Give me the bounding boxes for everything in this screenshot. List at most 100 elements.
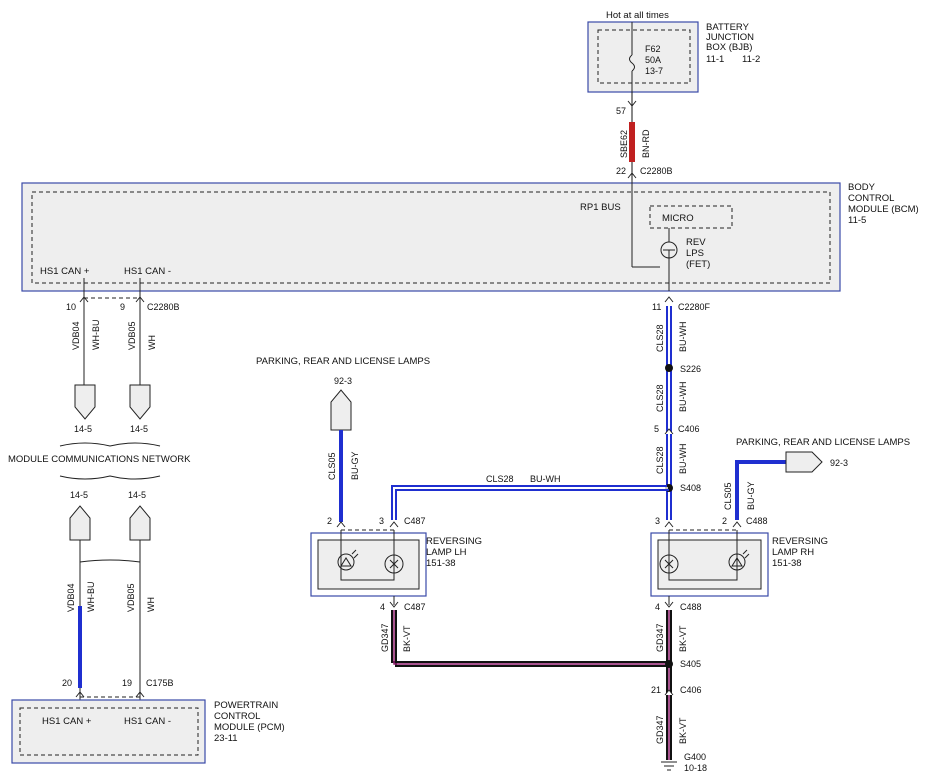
fuse-name: F62: [645, 44, 661, 54]
lamp-rh-pin-c: 4: [655, 602, 660, 612]
sbe62-wire-segment: [629, 122, 635, 162]
right-color: BU-WH: [678, 322, 688, 353]
pcm-ref: 23-11: [214, 733, 238, 744]
rp1-bus-label: RP1 BUS: [580, 202, 621, 213]
can-bottom-pin-b: 19: [122, 678, 132, 688]
can-top-connector-b-icon: [129, 384, 151, 420]
pcm-can-lo: HS1 CAN -: [124, 716, 171, 727]
lamp-rh-color: BK-VT: [678, 625, 688, 652]
sbe62-connector: C2280B: [640, 166, 673, 176]
ground-splice-label: S405: [680, 659, 701, 669]
park-left-title: PARKING, REAR AND LICENSE LAMPS: [256, 356, 430, 367]
ground-ref: 10-18: [684, 763, 707, 773]
bcm-name-1: BODY: [848, 182, 876, 193]
can-wires-top: 10 9 C2280B VDB04 WH-BU VDB05 WH 14-5 14…: [59, 278, 180, 447]
cross-color: BU-WH: [530, 474, 561, 484]
lamp-rh-ref: 151-38: [772, 558, 802, 569]
can-bottom-col-b: WH: [146, 597, 156, 612]
right-circuit: CLS28: [655, 324, 665, 352]
lamp-rh-pin-b: 2: [722, 516, 727, 526]
right-connector: C2280F: [678, 302, 711, 312]
ground-pin: 21: [651, 685, 661, 695]
bcm-box: [21, 182, 841, 292]
park-right-color: BU-GY: [746, 481, 756, 510]
lamp-rh-name-1: REVERSING: [772, 536, 828, 547]
ground-connector: C406: [680, 685, 702, 695]
lamp-lh-pin-c: 4: [380, 602, 385, 612]
sbe62-pin-top: 57: [616, 106, 626, 116]
lamp-rh-connector-2: C488: [680, 602, 702, 612]
bcm-inner-dash: [31, 191, 831, 284]
bjb-hot-label: Hot at all times: [606, 10, 669, 21]
can-bottom-ref-b: 14-5: [128, 490, 146, 500]
bjb-inner-dash: [597, 29, 691, 84]
can-top-ref-a: 14-5: [74, 424, 92, 434]
park-left: PARKING, REAR AND LICENSE LAMPS 92-3 CLS…: [256, 356, 430, 522]
cross-circuit: CLS28: [486, 474, 514, 484]
lamp-lh-pin-a: 2: [327, 516, 332, 526]
lamp-rh-pin-a: 3: [655, 516, 660, 526]
right-color-3: BU-WH: [678, 444, 688, 475]
right-connector-2: C406: [678, 424, 700, 434]
can-top-col-b: WH: [147, 335, 157, 350]
splice-s226: [665, 364, 673, 372]
lamp-lh-led-icon: [337, 553, 355, 571]
park-left-circuit: CLS05: [327, 452, 337, 480]
powertrain-control-module: HS1 CAN + HS1 CAN - POWERTRAIN CONTROL M…: [11, 699, 285, 764]
lamp-lh-name-1: REVERSING: [426, 536, 482, 547]
can-top-pin-b: 9: [120, 302, 125, 312]
can-top-circ-a: VDB04: [71, 321, 81, 350]
pcm-name-3: MODULE (PCM): [214, 722, 285, 733]
lamp-rh-circuit: GD347: [655, 623, 665, 652]
bcm-ref: 11-5: [848, 215, 866, 226]
right-circuit-3: CLS28: [655, 446, 665, 474]
park-left-color: BU-GY: [350, 451, 360, 480]
park-right-connector-icon: [785, 451, 823, 473]
ground-wires: S405 21 C406 GD347 BK-VT G400 10-18: [391, 610, 707, 773]
sbe62-pin-bottom: 22: [616, 166, 626, 176]
can-bottom-circ-b: VDB05: [126, 583, 136, 612]
can-top-col-a: WH-BU: [91, 320, 101, 351]
pcm-can-hi: HS1 CAN +: [42, 716, 92, 727]
bjb-name-2: JUNCTION: [706, 32, 754, 43]
bcm-name-2: CONTROL: [848, 193, 894, 204]
can-bottom-circ-a: VDB04: [66, 583, 76, 612]
can-bottom-ref-a: 14-5: [70, 490, 88, 500]
bjb-box: [587, 21, 699, 93]
right-pin-2: 5: [654, 424, 659, 434]
fuse-symbol-icon: [629, 54, 635, 72]
lamp-lh-inner: [317, 539, 420, 590]
bcm-can-hi: HS1 CAN +: [40, 266, 90, 277]
right-color-2: BU-WH: [678, 382, 688, 413]
can-bottom-col-a: WH-BU: [86, 582, 96, 613]
park-right: PARKING, REAR AND LICENSE LAMPS 92-3 CLS…: [723, 437, 910, 520]
pcm-box: [11, 699, 206, 764]
can-wires-bottom: 14-5 14-5 VDB04 WH-BU VDB05 WH 20 19 C17…: [59, 475, 174, 700]
bjb-ref-1: 11-1: [706, 54, 724, 65]
pcm-name-2: CONTROL: [214, 711, 260, 722]
lamp-lh-color: BK-VT: [402, 625, 412, 652]
can-top-ref-b: 14-5: [130, 424, 148, 434]
lamp-rh-name-2: LAMP RH: [772, 547, 814, 558]
wire-cls28-right: 11 C2280F CLS28 BU-WH S226 CLS28 BU-WH 5…: [652, 296, 711, 520]
micro-label: MICRO: [662, 213, 694, 224]
can-top-connector: C2280B: [147, 302, 180, 312]
battery-junction-box: Hot at all times F62 50A 13-7 BATTERY JU…: [587, 10, 760, 93]
bcm-name-3: MODULE (BCM): [848, 204, 919, 215]
park-left-ref: 92-3: [334, 376, 352, 386]
rev-label-1: REV: [686, 237, 706, 248]
lamp-lh-circuit: GD347: [380, 623, 390, 652]
splice-s226-label: S226: [680, 364, 701, 374]
park-right-title: PARKING, REAR AND LICENSE LAMPS: [736, 437, 910, 448]
sbe62-color: BN-RD: [641, 129, 651, 158]
lamp-lh-ref: 151-38: [426, 558, 456, 569]
right-circuit-2: CLS28: [655, 384, 665, 412]
wire-cls28-cross: CLS28 BU-WH: [391, 474, 669, 520]
bjb-name-1: BATTERY: [706, 22, 750, 33]
can-bottom-pin-a: 20: [62, 678, 72, 688]
can-top-circ-b: VDB05: [127, 321, 137, 350]
ground-circuit: GD347: [655, 715, 665, 744]
fuse-ref: 13-7: [645, 66, 663, 76]
lamp-lh-connector-2: C487: [404, 602, 426, 612]
